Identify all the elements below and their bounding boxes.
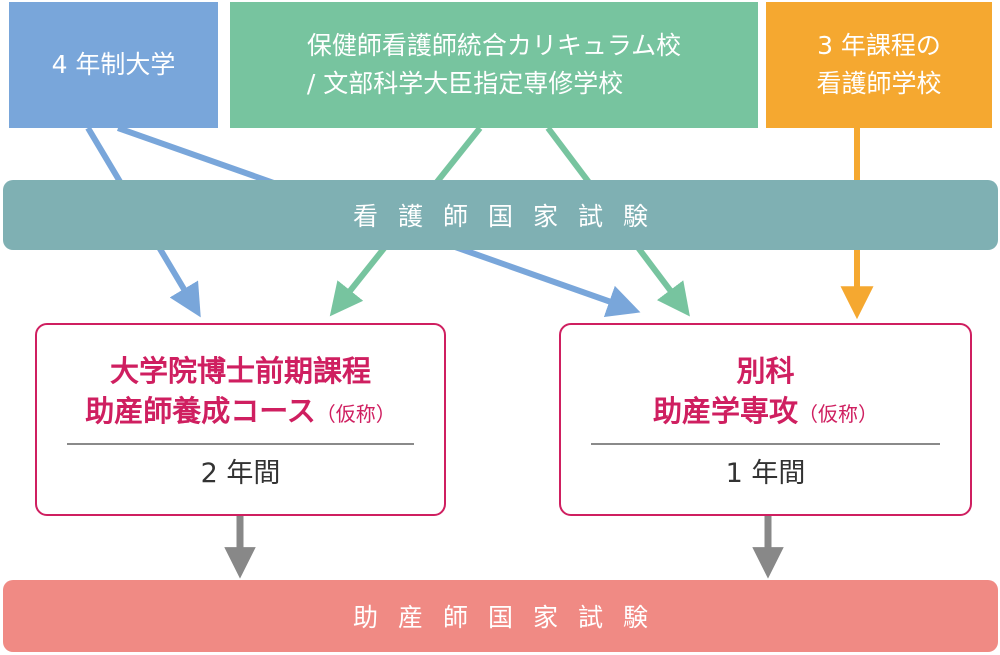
course-graduate: 大学院博士前期課程 助産師養成コース（仮称） 2 年間 [35, 323, 446, 516]
course-graduate-title: 大学院博士前期課程 助産師養成コース（仮称） [37, 351, 444, 434]
source-three-year-line-1: 3 年課程の [817, 31, 941, 60]
course-graduate-line-2: 助産師養成コース [85, 394, 316, 428]
nursing-exam-label: 看護師国家試験 [352, 202, 668, 231]
course-special-note: （仮称） [798, 402, 878, 426]
source-integrated-curriculum: 保健師看護師統合カリキュラム校 / 文部科学大臣指定専修学校 [230, 2, 758, 128]
course-special-title: 別科 助産学専攻（仮称） [561, 351, 970, 434]
nursing-exam-bar: 看護師国家試験 [3, 180, 998, 250]
source-integrated-line-2: / 文部科学大臣指定専修学校 [306, 69, 624, 98]
midwife-exam-label: 助産師国家試験 [352, 603, 668, 632]
midwife-exam-bar: 助産師国家試験 [3, 580, 998, 652]
course-graduate-line-1: 大学院博士前期課程 [109, 354, 371, 388]
source-university: 4 年制大学 [9, 2, 218, 128]
course-special-line-1: 別科 [736, 354, 795, 388]
course-special: 別科 助産学専攻（仮称） 1 年間 [559, 323, 972, 516]
course-special-line-2: 助産学専攻 [652, 394, 798, 428]
source-three-year-line-2: 看護師学校 [816, 69, 942, 98]
source-university-label: 4 年制大学 [51, 50, 176, 79]
course-graduate-duration: 2 年間 [200, 458, 281, 489]
course-special-duration: 1 年間 [725, 458, 806, 489]
source-integrated-line-1: 保健師看護師統合カリキュラム校 [306, 31, 682, 60]
source-three-year-school: 3 年課程の 看護師学校 [766, 2, 992, 128]
course-special-divider [591, 443, 940, 445]
course-graduate-divider [67, 443, 414, 445]
course-graduate-note: （仮称） [315, 402, 396, 426]
